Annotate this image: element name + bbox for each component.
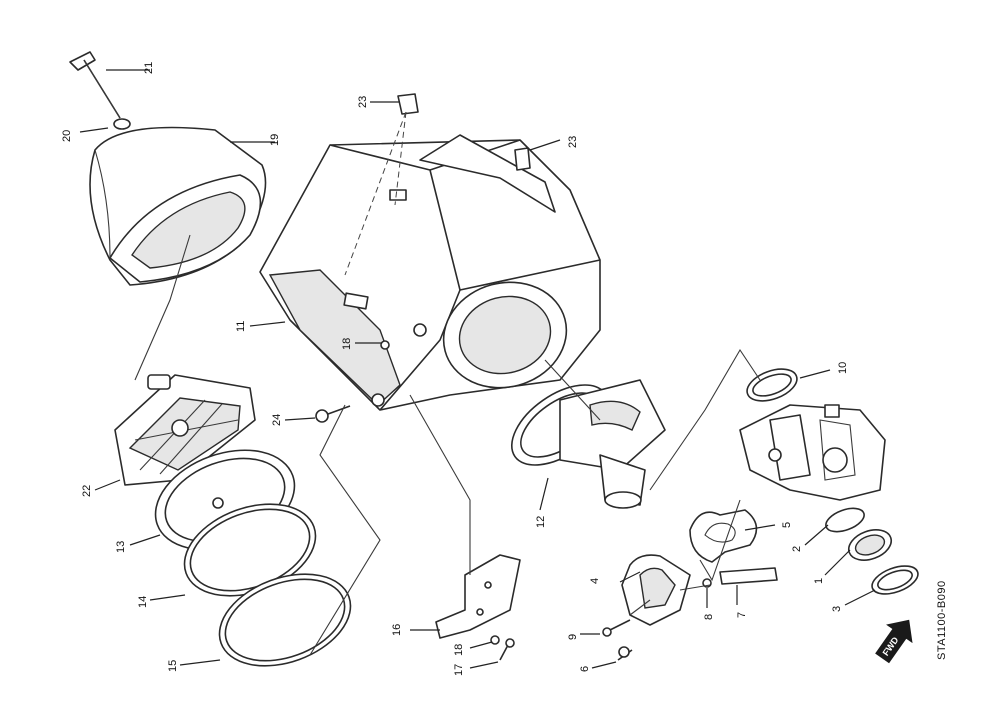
- callouts: 21 20 19 23 23 11 18 24 22 13 14 15 12 1…: [61, 62, 849, 676]
- callout-11: 11: [235, 321, 247, 332]
- part-screw-17: [499, 638, 515, 661]
- callout-8: 8: [703, 614, 715, 620]
- callout-7: 7: [736, 612, 748, 618]
- part-bolt-24: [315, 405, 351, 423]
- part-cover-4: [621, 554, 691, 626]
- callout-17: 17: [453, 664, 465, 676]
- part-screw-9: [602, 619, 631, 637]
- callout-18-top: 18: [341, 338, 353, 350]
- part-clamp-10: [746, 368, 798, 402]
- leader-lines: [79, 69, 876, 669]
- part-screw-18: [380, 340, 390, 350]
- part-air-box: [259, 134, 601, 411]
- callout-15: 15: [167, 660, 179, 672]
- callout-12: 12: [535, 516, 547, 528]
- callout-21: 21: [143, 62, 155, 74]
- callout-4: 4: [589, 578, 601, 584]
- callout-18-bottom: 18: [453, 644, 465, 656]
- assembly-lines: [134, 111, 761, 656]
- part-joint-1: [847, 529, 893, 561]
- part-intake-joint: [510, 379, 666, 509]
- callout-2: 2: [791, 546, 803, 552]
- part-washer-18: [490, 635, 500, 645]
- callout-3: 3: [831, 606, 843, 612]
- part-screw-6: [617, 646, 633, 661]
- callout-23-right: 23: [567, 136, 579, 148]
- part-washer: [113, 118, 131, 130]
- part-clamp-2: [825, 507, 865, 533]
- callout-14: 14: [137, 596, 149, 608]
- callout-10: 10: [837, 362, 849, 374]
- callout-9: 9: [567, 634, 579, 640]
- callout-13: 13: [115, 541, 127, 553]
- callout-20: 20: [61, 130, 73, 142]
- part-wing-bolt: [69, 51, 121, 119]
- part-gasket-5: [689, 509, 758, 563]
- part-clip-23-top: [397, 93, 419, 115]
- callout-19: 19: [269, 134, 281, 146]
- reference-code: STA1100-B090: [936, 580, 948, 660]
- callout-1: 1: [813, 578, 825, 584]
- part-filter-element: [114, 374, 256, 486]
- part-filter-cover: [89, 126, 267, 286]
- callout-24: 24: [271, 414, 283, 426]
- part-pin-7: [719, 567, 778, 585]
- part-clip-23-right: [514, 147, 531, 171]
- direction-arrow: FWD: [875, 619, 913, 664]
- callout-23-top: 23: [357, 96, 369, 108]
- part-bracket-16: [435, 554, 521, 639]
- part-seal-ring-14: [183, 503, 317, 597]
- callout-16: 16: [391, 624, 403, 636]
- part-carburetor: [739, 404, 886, 501]
- part-clamp-3: [871, 565, 919, 595]
- callout-5: 5: [781, 522, 793, 528]
- callout-6: 6: [579, 666, 591, 672]
- callout-22: 22: [81, 485, 93, 497]
